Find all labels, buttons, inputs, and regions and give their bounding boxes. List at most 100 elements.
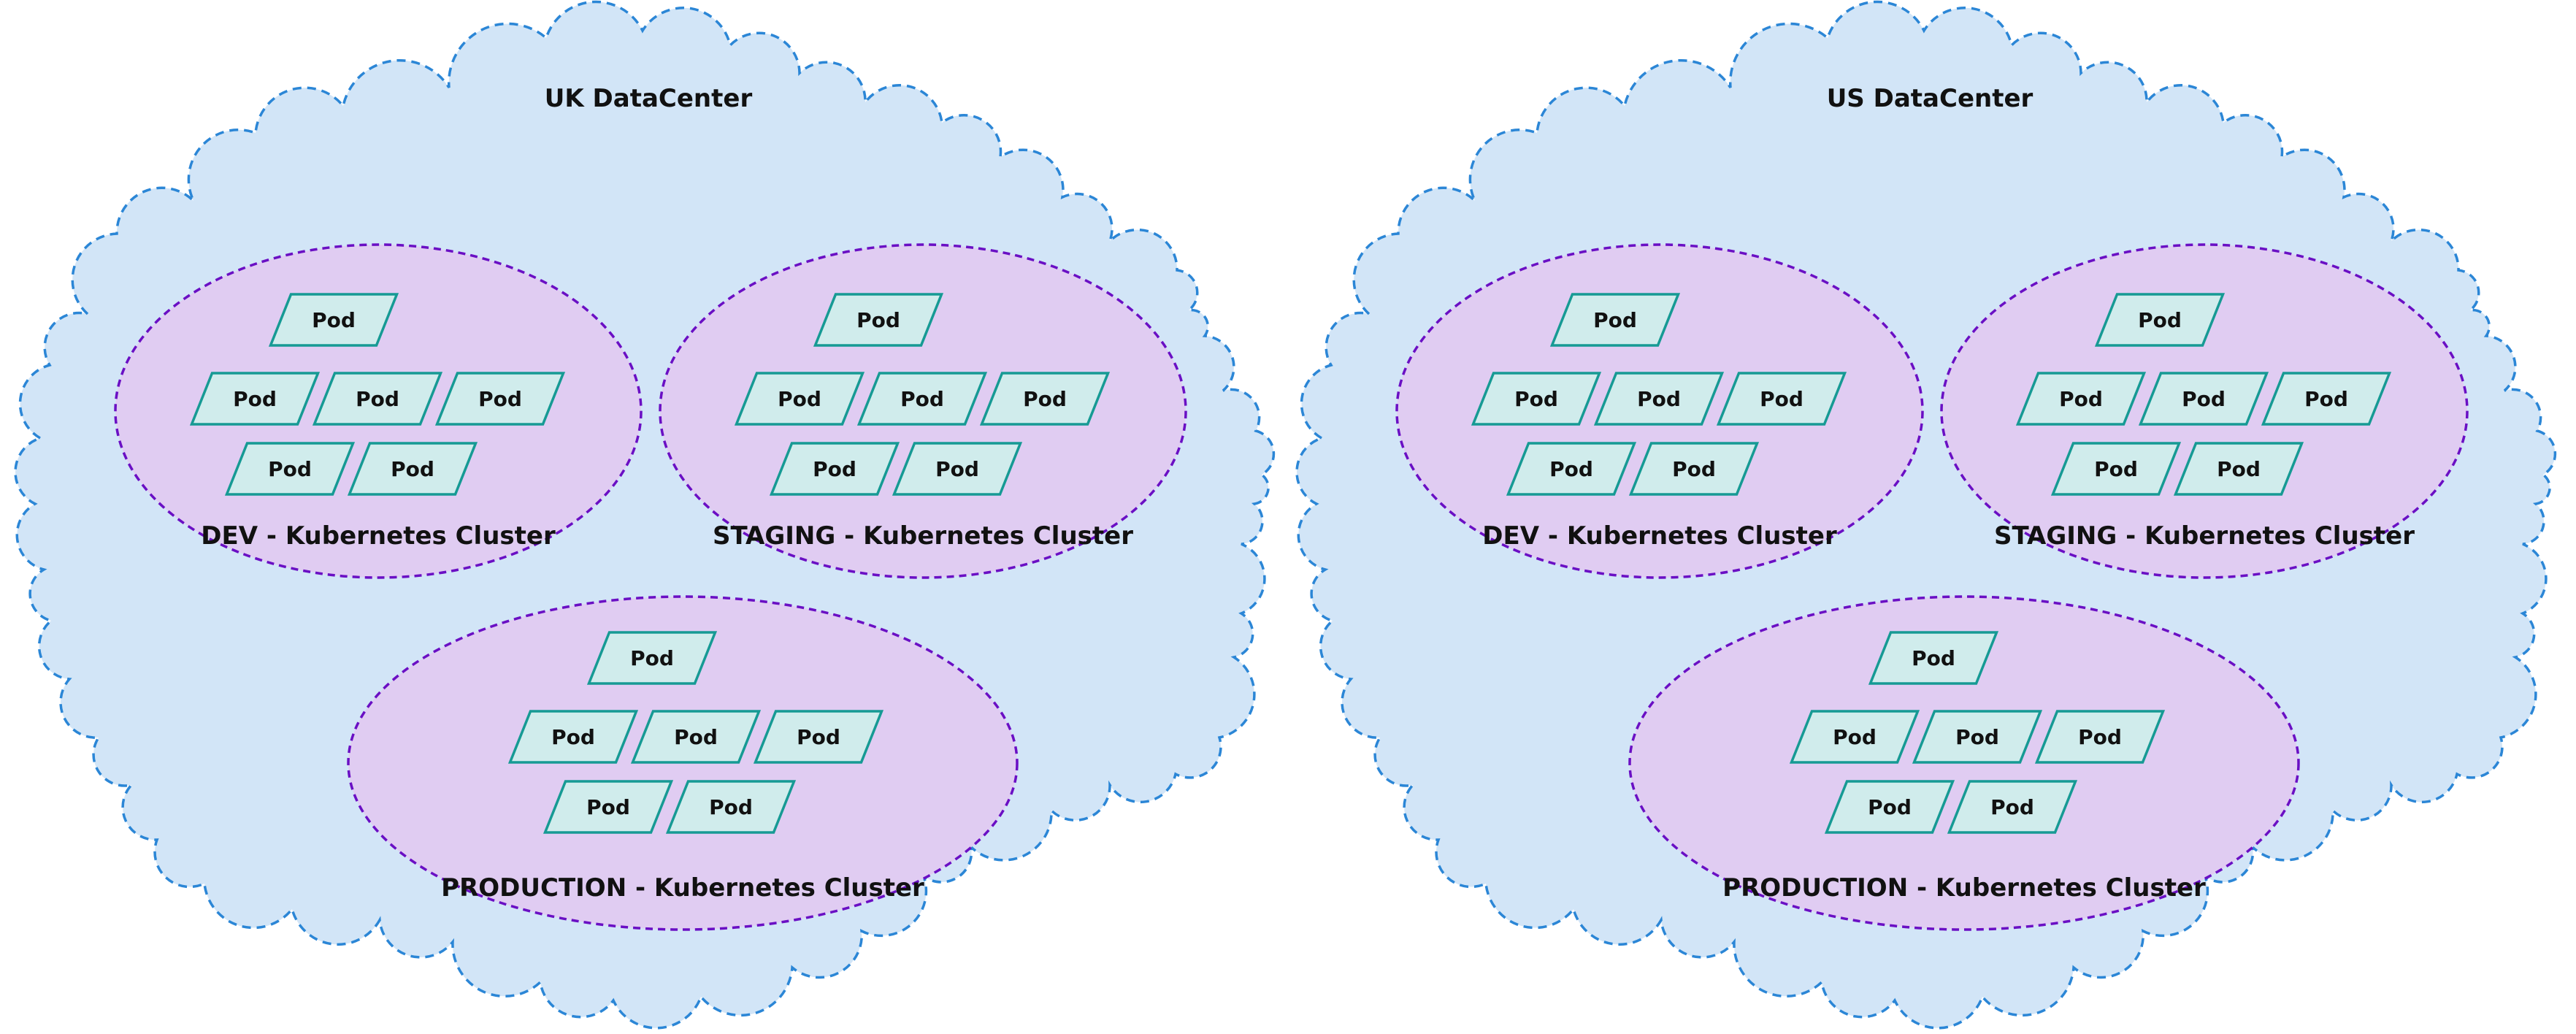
pod: Pod xyxy=(268,293,399,347)
pod: Pod xyxy=(312,372,443,426)
pod-label: Pod xyxy=(2094,457,2138,481)
pod-shape xyxy=(507,710,639,764)
pod-label: Pod xyxy=(2078,725,2122,749)
pod: Pod xyxy=(665,780,797,834)
pod-label: Pod xyxy=(1833,725,1877,749)
pod-shape xyxy=(2173,442,2304,496)
pod: Pod xyxy=(892,442,1023,496)
cluster-label: DEV - Kubernetes Cluster xyxy=(1482,521,1837,551)
pod-shape xyxy=(1947,780,2078,834)
pod: Pod xyxy=(1471,372,1602,426)
pod-label: Pod xyxy=(1023,387,1067,411)
pod: Pod xyxy=(856,372,988,426)
pod: Pod xyxy=(813,293,944,347)
pod-shape xyxy=(734,372,865,426)
pod-shape xyxy=(1716,372,1847,426)
pod: Pod xyxy=(434,372,566,426)
pod: Pod xyxy=(979,372,1111,426)
pod-shape xyxy=(2094,293,2226,347)
pod-shape xyxy=(189,372,321,426)
pod-label: Pod xyxy=(709,795,753,819)
pod: Pod xyxy=(2034,710,2166,764)
pod-shape xyxy=(1628,442,1760,496)
pod-label: Pod xyxy=(1990,795,2034,819)
pod: Pod xyxy=(347,442,478,496)
pod-label: Pod xyxy=(356,387,399,411)
pod-label: Pod xyxy=(1868,795,1912,819)
datacenter-title: UK DataCenter xyxy=(545,84,753,113)
pod-label: Pod xyxy=(1549,457,1593,481)
pod-shape xyxy=(1549,293,1681,347)
pod-label: Pod xyxy=(900,387,944,411)
pod-label: Pod xyxy=(586,795,630,819)
pod-shape xyxy=(543,780,674,834)
pod-shape xyxy=(312,372,443,426)
pod-shape xyxy=(347,442,478,496)
pod: Pod xyxy=(1549,293,1681,347)
cluster-label: PRODUCTION - Kubernetes Cluster xyxy=(1722,873,2206,903)
pod-label: Pod xyxy=(674,725,718,749)
pod-shape xyxy=(1912,710,2043,764)
pod: Pod xyxy=(753,710,884,764)
pod-label: Pod xyxy=(1955,725,1999,749)
pod-shape xyxy=(630,710,762,764)
pod: Pod xyxy=(1912,710,2043,764)
pod-label: Pod xyxy=(268,457,312,481)
pod-shape xyxy=(2261,372,2392,426)
pod-shape xyxy=(769,442,900,496)
pod: Pod xyxy=(1947,780,2078,834)
pod: Pod xyxy=(507,710,639,764)
datacenter-title: US DataCenter xyxy=(1827,84,2033,113)
pod: Pod xyxy=(630,710,762,764)
pod: Pod xyxy=(1868,631,1999,685)
pod: Pod xyxy=(224,442,356,496)
pod-label: Pod xyxy=(797,725,840,749)
pod: Pod xyxy=(1593,372,1725,426)
pod-shape xyxy=(224,442,356,496)
pod-label: Pod xyxy=(1672,457,1716,481)
pod-label: Pod xyxy=(935,457,979,481)
pod-label: Pod xyxy=(630,646,674,670)
cluster-label: DEV - Kubernetes Cluster xyxy=(201,521,556,551)
pod: Pod xyxy=(1716,372,1847,426)
cluster-label: STAGING - Kubernetes Cluster xyxy=(1994,521,2415,551)
pod-label: Pod xyxy=(2182,387,2226,411)
pod-shape xyxy=(2015,372,2147,426)
pod-label: Pod xyxy=(551,725,595,749)
pod: Pod xyxy=(734,372,865,426)
pod-label: Pod xyxy=(1760,387,1803,411)
pod-label: Pod xyxy=(1593,308,1637,332)
pod-label: Pod xyxy=(2217,457,2261,481)
pod-shape xyxy=(2138,372,2269,426)
pod-shape xyxy=(1471,372,1602,426)
pod-shape xyxy=(665,780,797,834)
pod-shape xyxy=(856,372,988,426)
pod-shape xyxy=(1824,780,1955,834)
pod-label: Pod xyxy=(813,457,856,481)
pod-label: Pod xyxy=(233,387,277,411)
pod-shape xyxy=(813,293,944,347)
pod-shape xyxy=(268,293,399,347)
pod: Pod xyxy=(543,780,674,834)
pod-shape xyxy=(1506,442,1637,496)
pod-shape xyxy=(892,442,1023,496)
pod-label: Pod xyxy=(1912,646,1955,670)
pod: Pod xyxy=(1506,442,1637,496)
pod: Pod xyxy=(2050,442,2182,496)
pod-shape xyxy=(434,372,566,426)
pod: Pod xyxy=(586,631,718,685)
pod-label: Pod xyxy=(312,308,356,332)
pod-shape xyxy=(2034,710,2166,764)
cluster-label: STAGING - Kubernetes Cluster xyxy=(713,521,1133,551)
pod: Pod xyxy=(769,442,900,496)
pod-label: Pod xyxy=(2138,308,2182,332)
pod: Pod xyxy=(1789,710,1920,764)
